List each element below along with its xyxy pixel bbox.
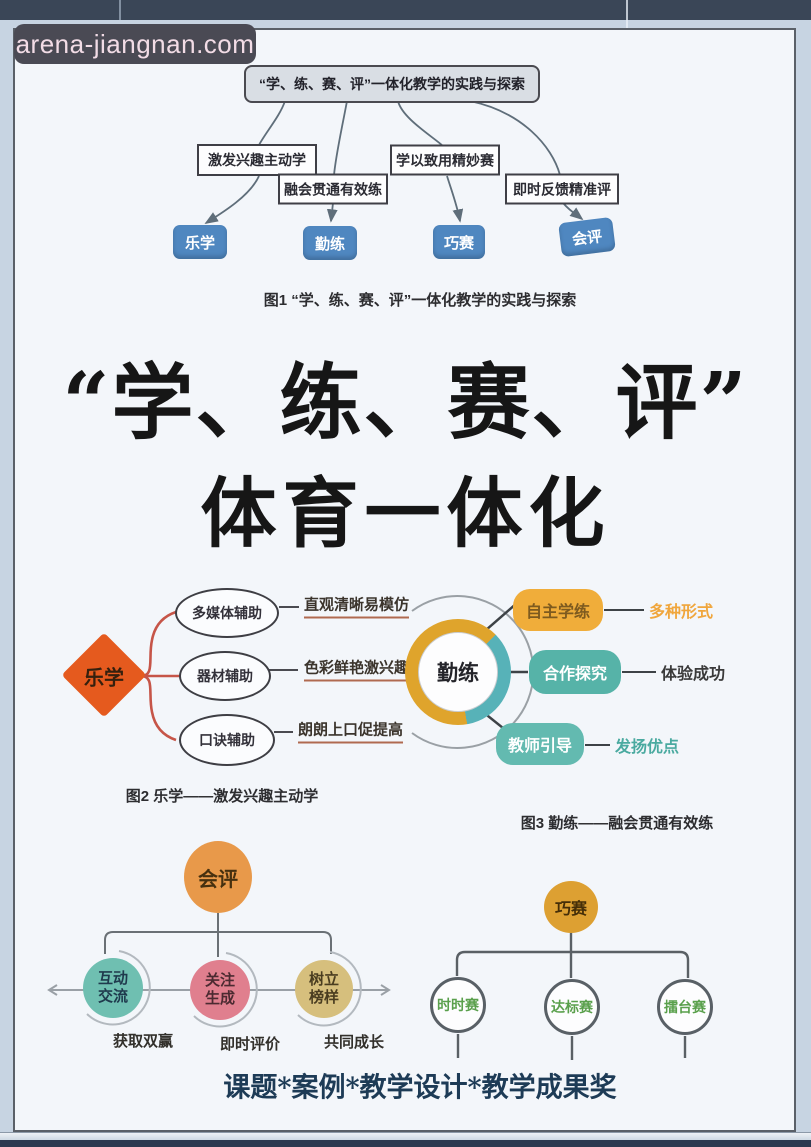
figure4-node-1-line1: 关注 [204, 972, 235, 989]
watermark-badge: arena-jiangnan.com [14, 24, 256, 64]
figure3-node-2: 教师引导 [496, 723, 584, 765]
bottom-strip [0, 1132, 811, 1141]
figure2-desc-0: 直观清晰易模仿 [304, 594, 410, 619]
figure4-node-0-line1: 互动 [97, 970, 128, 987]
figure1-caption: 图1 “学、练、赛、评”一体化教学的实践与探索 [263, 292, 577, 309]
figure2-node-0: 多媒体辅助 [175, 588, 279, 638]
figure1-title-box: “学、练、赛、评”一体化教学的实践与探索 [244, 65, 540, 103]
bottom-band [0, 1140, 811, 1147]
figure2-center-label: 乐学 [84, 667, 124, 690]
figure4-node-0-line2: 交流 [97, 988, 128, 1005]
main-title-line2: 体育一体化 [200, 469, 611, 558]
figure2-caption: 图2 乐学——激发兴趣主动学 [125, 788, 319, 805]
figure4-node-2-line2: 榜样 [308, 989, 339, 1006]
figure2-desc-1: 色彩鲜艳激兴趣 [304, 657, 410, 682]
figure1-branch-label-0: 激发兴趣主动学 [197, 144, 317, 176]
figure3-desc-1: 体验成功 [661, 666, 726, 683]
figure4-node-1: 关注 生成 [190, 960, 250, 1020]
figure5-node-2: 擂台赛 [657, 979, 713, 1035]
figure3-desc-2: 发扬优点 [615, 739, 680, 756]
top-band [0, 0, 811, 20]
figure4-desc-1: 即时评价 [219, 1036, 281, 1053]
figure4-desc-0: 获取双赢 [112, 1033, 174, 1050]
top-band-divider-line [626, 0, 628, 30]
figure5-node-0: 时时赛 [430, 977, 486, 1033]
figure2-node-2: 口诀辅助 [179, 714, 275, 766]
figure4-node-1-line2: 生成 [204, 990, 235, 1007]
figure2-node-1: 器材辅助 [179, 651, 271, 701]
figure1-branch-label-1: 融会贯通有效练 [278, 173, 388, 205]
figure4-node-2: 树立 榜样 [295, 960, 353, 1018]
figure4-node-0: 互动 交流 [83, 958, 143, 1018]
figure5-center-circle: 巧赛 [544, 881, 598, 933]
figure1-branch-label-3: 即时反馈精准评 [505, 173, 619, 205]
figure1-branch-label-2: 学以致用精妙赛 [390, 144, 500, 176]
figure4-desc-2: 共同成长 [323, 1034, 385, 1051]
figure3-caption: 图3 勤练——融会贯通有效练 [520, 815, 714, 832]
figure1-node-lexue: 乐学 [173, 225, 227, 259]
figure5-node-1: 达标赛 [544, 979, 600, 1035]
figure2-desc-2: 朗朗上口促提高 [298, 719, 404, 744]
figure1-node-huiping: 会评 [558, 216, 616, 258]
figure1-node-qiaosai: 巧赛 [433, 225, 485, 259]
main-title-line1: “学、练、赛、评” [62, 355, 749, 451]
figure1-title: “学、练、赛、评”一体化教学的实践与探索 [259, 76, 525, 92]
figure3-desc-0: 多种形式 [649, 604, 714, 621]
footer-text: 课题*案例*教学设计*教学成果奖 [223, 1072, 617, 1104]
figure4-center-circle: 会评 [184, 841, 252, 913]
figure4-node-2-line1: 树立 [308, 971, 339, 988]
watermark-text: arena-jiangnan.com [15, 28, 255, 59]
top-band-divider-line [119, 0, 121, 20]
figure3-center-label: 勤练 [418, 632, 498, 712]
figure3-node-1: 合作探究 [529, 650, 621, 694]
figure3-node-0: 自主学练 [513, 589, 603, 631]
figure1-node-qinlian: 勤练 [303, 226, 357, 260]
